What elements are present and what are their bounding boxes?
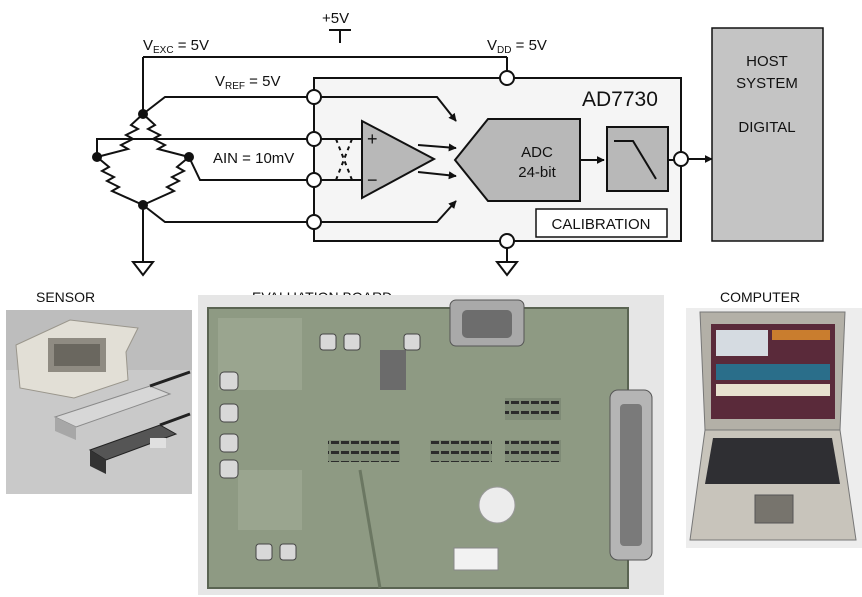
computer-caption: COMPUTER <box>720 289 800 305</box>
vref-label: VREF = 5V <box>215 73 280 92</box>
chip-name: AD7730 <box>582 88 658 111</box>
adc-label: ADC <box>521 144 553 161</box>
bridge-nodes <box>92 109 194 210</box>
host-line-1: HOST <box>746 53 788 70</box>
vdd-label: VDD = 5V <box>487 37 547 56</box>
host-line-2: SYSTEM <box>736 75 798 92</box>
digital-filter-block <box>607 127 668 191</box>
ain-label: AIN = 10mV <box>213 150 294 167</box>
sensor-ground-symbol <box>133 262 153 275</box>
vexc-label: VEXC = 5V <box>143 37 209 56</box>
supply-5v-label: +5V <box>322 10 349 27</box>
host-line-3: DIGITAL <box>738 119 795 136</box>
supply-5v-symbol <box>329 30 351 43</box>
chip-ground-symbol <box>497 262 517 275</box>
evaluation-board-photo <box>198 295 664 595</box>
computer-photo <box>686 308 862 548</box>
wheatstone-bridge <box>97 114 189 205</box>
calibration-label: CALIBRATION <box>552 216 651 233</box>
sensor-photo <box>6 310 192 494</box>
amp-plus-sign: + <box>367 129 378 149</box>
bridge-wiring <box>97 97 307 262</box>
sensor-caption: SENSOR <box>36 289 95 305</box>
adc-bits-label: 24-bit <box>518 164 556 181</box>
amp-minus-sign: − <box>367 170 378 190</box>
